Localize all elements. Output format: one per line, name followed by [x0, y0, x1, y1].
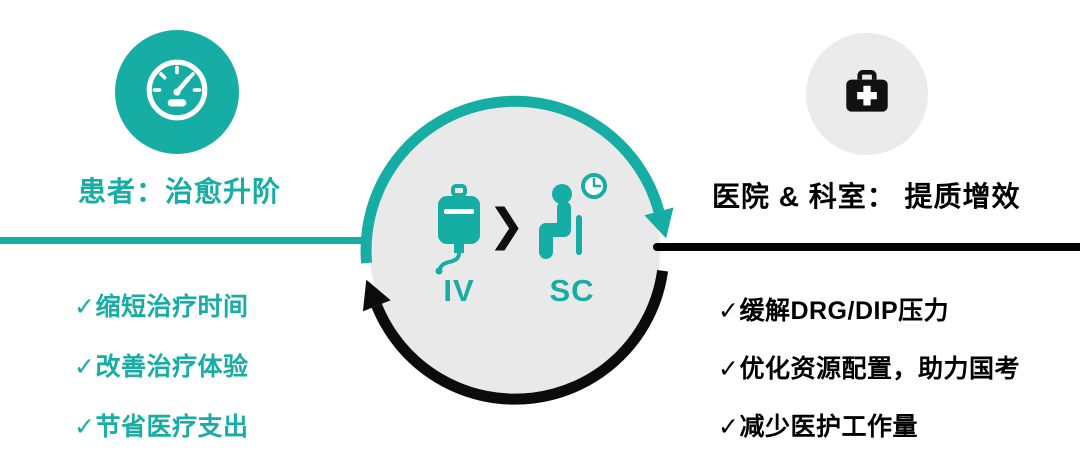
patient-badge — [115, 30, 239, 154]
sc-label: SC — [549, 273, 595, 308]
patient-section-title: 患者：治愈升阶 — [78, 176, 282, 207]
iv-bag-icon — [428, 183, 490, 280]
hospital-benefit-2: ✓优化资源配置，助力国考 — [718, 355, 1020, 383]
hospital-section-title: 医院 & 科室： 提质增效 — [712, 181, 1021, 212]
black-cycle-arrow — [362, 269, 669, 405]
iv-label: IV — [443, 273, 475, 308]
hospital-benefit-3: ✓减少医护工作量 — [718, 413, 918, 441]
first-aid-kit-icon — [838, 63, 896, 126]
patient-benefit-2: ✓改善治疗体验 — [74, 353, 249, 381]
patient-benefits-list: ✓缩短治疗时间 ✓改善治疗体验 ✓节省医疗支出 — [74, 287, 248, 443]
hospital-divider-line — [653, 243, 1080, 251]
hospital-benefit-1: ✓缓解DRG/DIP压力 — [718, 297, 950, 325]
patient-benefit-3: ✓节省医疗支出 — [74, 413, 249, 441]
patient-benefit-1: ✓缩短治疗时间 — [74, 293, 249, 321]
patient-divider-line — [0, 237, 376, 244]
patient-seated-clock-icon — [528, 172, 612, 269]
gauge-icon — [140, 53, 214, 132]
hospital-benefits-list: ✓缓解DRG/DIP压力 ✓优化资源配置，助力国考 ✓减少医护工作量 — [718, 291, 1020, 443]
teal-cycle-arrow — [360, 95, 674, 264]
chevron-right-icon: ❯ — [488, 201, 525, 250]
iv-to-sc-cycle-diagram — [360, 95, 674, 405]
hospital-badge — [806, 33, 928, 155]
